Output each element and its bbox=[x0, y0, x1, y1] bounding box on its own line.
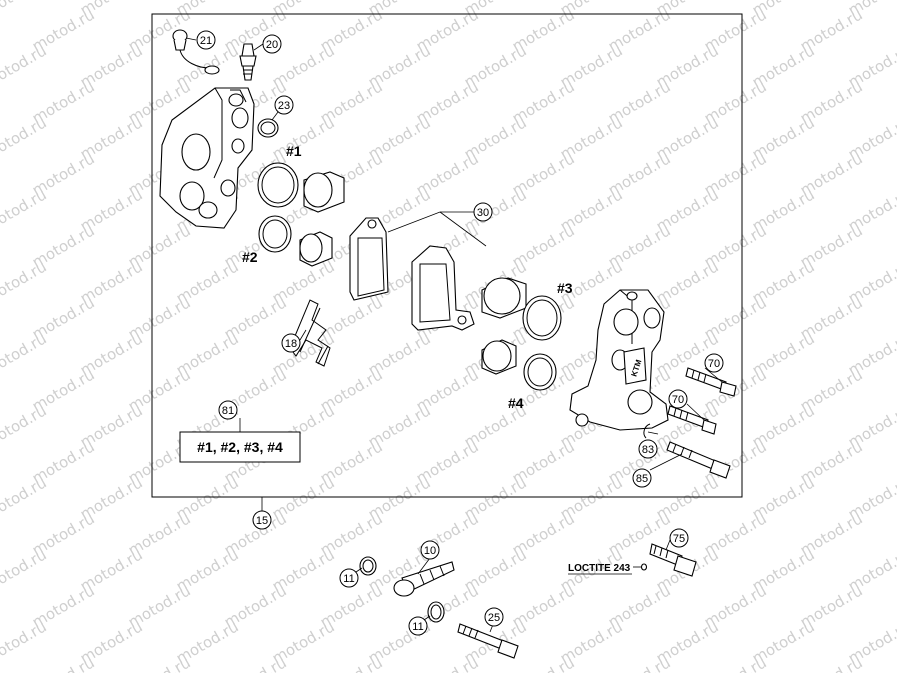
seal-ring-2 bbox=[258, 215, 292, 253]
mounting-bolt-70-upper bbox=[685, 367, 737, 397]
piston-small-left bbox=[299, 231, 333, 267]
svg-text:18: 18 bbox=[285, 338, 297, 350]
watermark-text: motod.ru bbox=[413, 653, 482, 673]
watermark-text: motod.ru bbox=[0, 257, 50, 307]
callout-11-upper: 11 bbox=[339, 568, 359, 588]
svg-text:70: 70 bbox=[708, 358, 720, 370]
callout-85: 85 bbox=[632, 468, 652, 488]
watermark-text: motod.ru bbox=[509, 653, 578, 673]
watermark-text: motod.ru bbox=[605, 653, 674, 673]
tag-4: #4 bbox=[508, 395, 524, 411]
guide-pin-10 bbox=[393, 561, 455, 597]
group-box bbox=[179, 431, 301, 463]
callout-75: 75 bbox=[669, 528, 689, 548]
bleeder-cap bbox=[172, 29, 220, 75]
svg-text:23: 23 bbox=[278, 100, 290, 112]
watermark-text: motod.ru bbox=[797, 653, 866, 673]
watermark-text: motod.ru bbox=[0, 185, 50, 235]
piston-large-right bbox=[481, 277, 527, 319]
watermark-text: motod.ru bbox=[0, 0, 50, 19]
watermark-text: motod.ru bbox=[0, 401, 50, 451]
watermark-text: motod.ru bbox=[0, 329, 50, 379]
piston-small-right bbox=[481, 339, 517, 375]
svg-text:83: 83 bbox=[642, 444, 654, 456]
watermark-text: motod.ru bbox=[701, 653, 770, 673]
tag-1: #1 bbox=[286, 143, 302, 159]
callout-25: 25 bbox=[484, 607, 504, 627]
bolt-75 bbox=[640, 543, 697, 577]
bolt-85 bbox=[666, 441, 731, 479]
callout-23: 23 bbox=[274, 95, 294, 115]
svg-text:75: 75 bbox=[673, 533, 685, 545]
svg-text:81: 81 bbox=[222, 405, 234, 417]
tag-2: #2 bbox=[242, 249, 258, 265]
seal-ring-4 bbox=[523, 353, 557, 391]
svg-text:20: 20 bbox=[266, 39, 278, 51]
svg-text:25: 25 bbox=[488, 612, 500, 624]
o-ring-11-upper bbox=[359, 556, 377, 576]
callout-83: 83 bbox=[638, 439, 658, 459]
svg-text:10: 10 bbox=[424, 545, 436, 557]
group-label: #1, #2, #3, #4 bbox=[197, 439, 283, 455]
callout-11-lower: 11 bbox=[408, 616, 428, 636]
watermark-text: motod.ru bbox=[317, 653, 386, 673]
brake-pad-rear bbox=[411, 245, 475, 331]
callout-21: 21 bbox=[196, 30, 216, 50]
callout-30: 30 bbox=[473, 202, 493, 222]
svg-text:11: 11 bbox=[412, 621, 423, 633]
svg-text:70: 70 bbox=[672, 394, 684, 406]
o-ring-11-lower bbox=[427, 601, 445, 623]
brake-pad-front bbox=[349, 217, 389, 301]
loctite-label: LOCTITE 243 bbox=[568, 563, 631, 574]
callout-70-lower: 70 bbox=[668, 389, 688, 409]
mounting-bolt-70-lower bbox=[667, 405, 717, 435]
seal-ring-1 bbox=[257, 162, 299, 208]
callout-70-upper: 70 bbox=[704, 353, 724, 373]
callout-20: 20 bbox=[262, 34, 282, 54]
watermark-text: motod.ru bbox=[0, 41, 50, 91]
watermark-text: motod.ru bbox=[221, 653, 290, 673]
assembly-frame bbox=[151, 13, 743, 498]
watermark-text: motod.ru bbox=[0, 113, 50, 163]
watermark-text: motod.ru bbox=[125, 653, 194, 673]
watermark-text: motod.ru bbox=[29, 653, 98, 673]
leader-lines bbox=[185, 37, 723, 633]
watermark-text: motod.ru bbox=[0, 473, 50, 523]
caliper-half-left bbox=[159, 87, 255, 229]
watermark-text: motod.ru bbox=[893, 653, 897, 673]
svg-text:85: 85 bbox=[636, 473, 648, 485]
caliper-half-right: KTM bbox=[569, 289, 669, 431]
bolt-25 bbox=[457, 623, 519, 659]
callout-10: 10 bbox=[420, 540, 440, 560]
callout-81: 81 bbox=[218, 400, 238, 420]
svg-text:30: 30 bbox=[477, 207, 489, 219]
piston-large-left bbox=[303, 171, 345, 213]
watermark-text: motod.ru bbox=[0, 617, 50, 667]
bleeder-screw bbox=[239, 43, 257, 81]
callout-18: 18 bbox=[281, 333, 301, 353]
tag-3: #3 bbox=[557, 280, 573, 296]
watermark-text: motod.ru bbox=[0, 545, 50, 595]
svg-text:11: 11 bbox=[343, 573, 354, 585]
svg-text:15: 15 bbox=[256, 515, 268, 527]
washer-83 bbox=[643, 423, 651, 439]
callout-15: 15 bbox=[252, 510, 272, 530]
seal-ring-3 bbox=[522, 295, 562, 341]
svg-text:21: 21 bbox=[200, 35, 212, 47]
